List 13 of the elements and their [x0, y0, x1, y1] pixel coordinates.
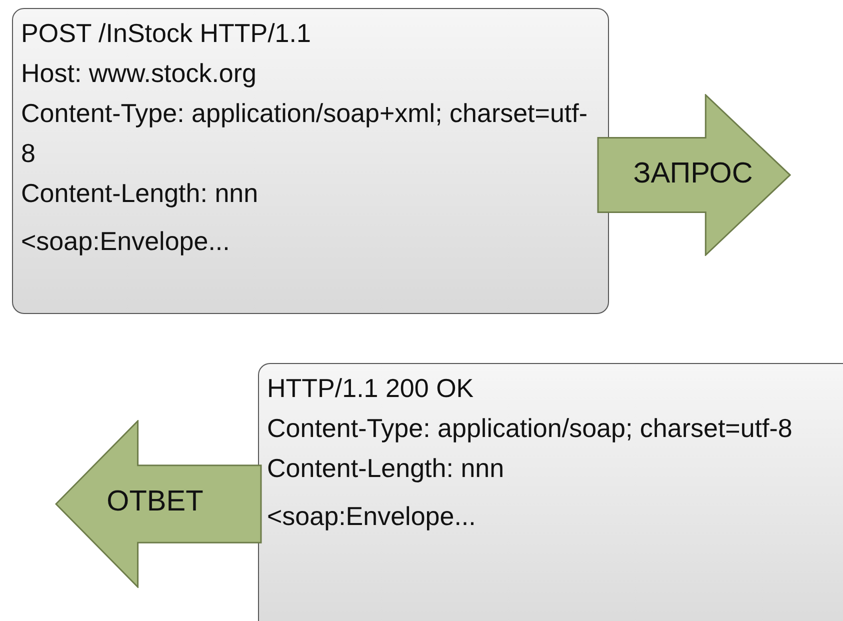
- arrow-label: ОТВЕТ: [106, 486, 204, 518]
- header-line: Content-Length: nnn: [21, 177, 260, 210]
- header-line: Content-Length: nnn: [267, 452, 506, 485]
- arrow-label: ЗАПРОС: [633, 158, 753, 190]
- start-line: HTTP/1.1 200 OK: [267, 372, 475, 405]
- message-box: [12, 8, 609, 314]
- header-line: Host: www.stock.org: [21, 57, 258, 90]
- header-line: Content-Type: application/soap+xml; charset=utf-8: [21, 97, 589, 170]
- body-text: <soap:Envelope...: [267, 500, 477, 533]
- header-line: Content-Type: application/soap; charset=utf-8: [267, 412, 794, 445]
- message-box: [258, 363, 843, 621]
- body-text: <soap:Envelope...: [21, 225, 231, 258]
- start-line: POST /InStock HTTP/1.1: [21, 17, 312, 50]
